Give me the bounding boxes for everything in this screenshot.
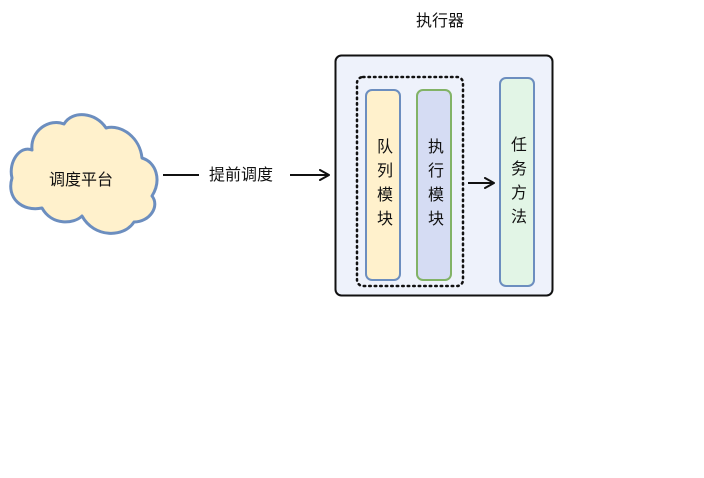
exec-module-box [416, 89, 452, 281]
task-method-box [499, 77, 535, 287]
executor-title: 执行器 [416, 11, 465, 30]
queue-module-label: 队列模块 [374, 138, 393, 234]
exec-module-label: 执行模块 [425, 138, 444, 234]
scheduler-label: 调度平台 [49, 170, 114, 189]
scheduler-cloud [9, 113, 159, 235]
task-method-label: 任务方法 [508, 136, 527, 232]
edge-label: 提前调度 [209, 165, 274, 184]
module-group-dotted-border [355, 75, 465, 288]
queue-module-box [365, 89, 401, 281]
